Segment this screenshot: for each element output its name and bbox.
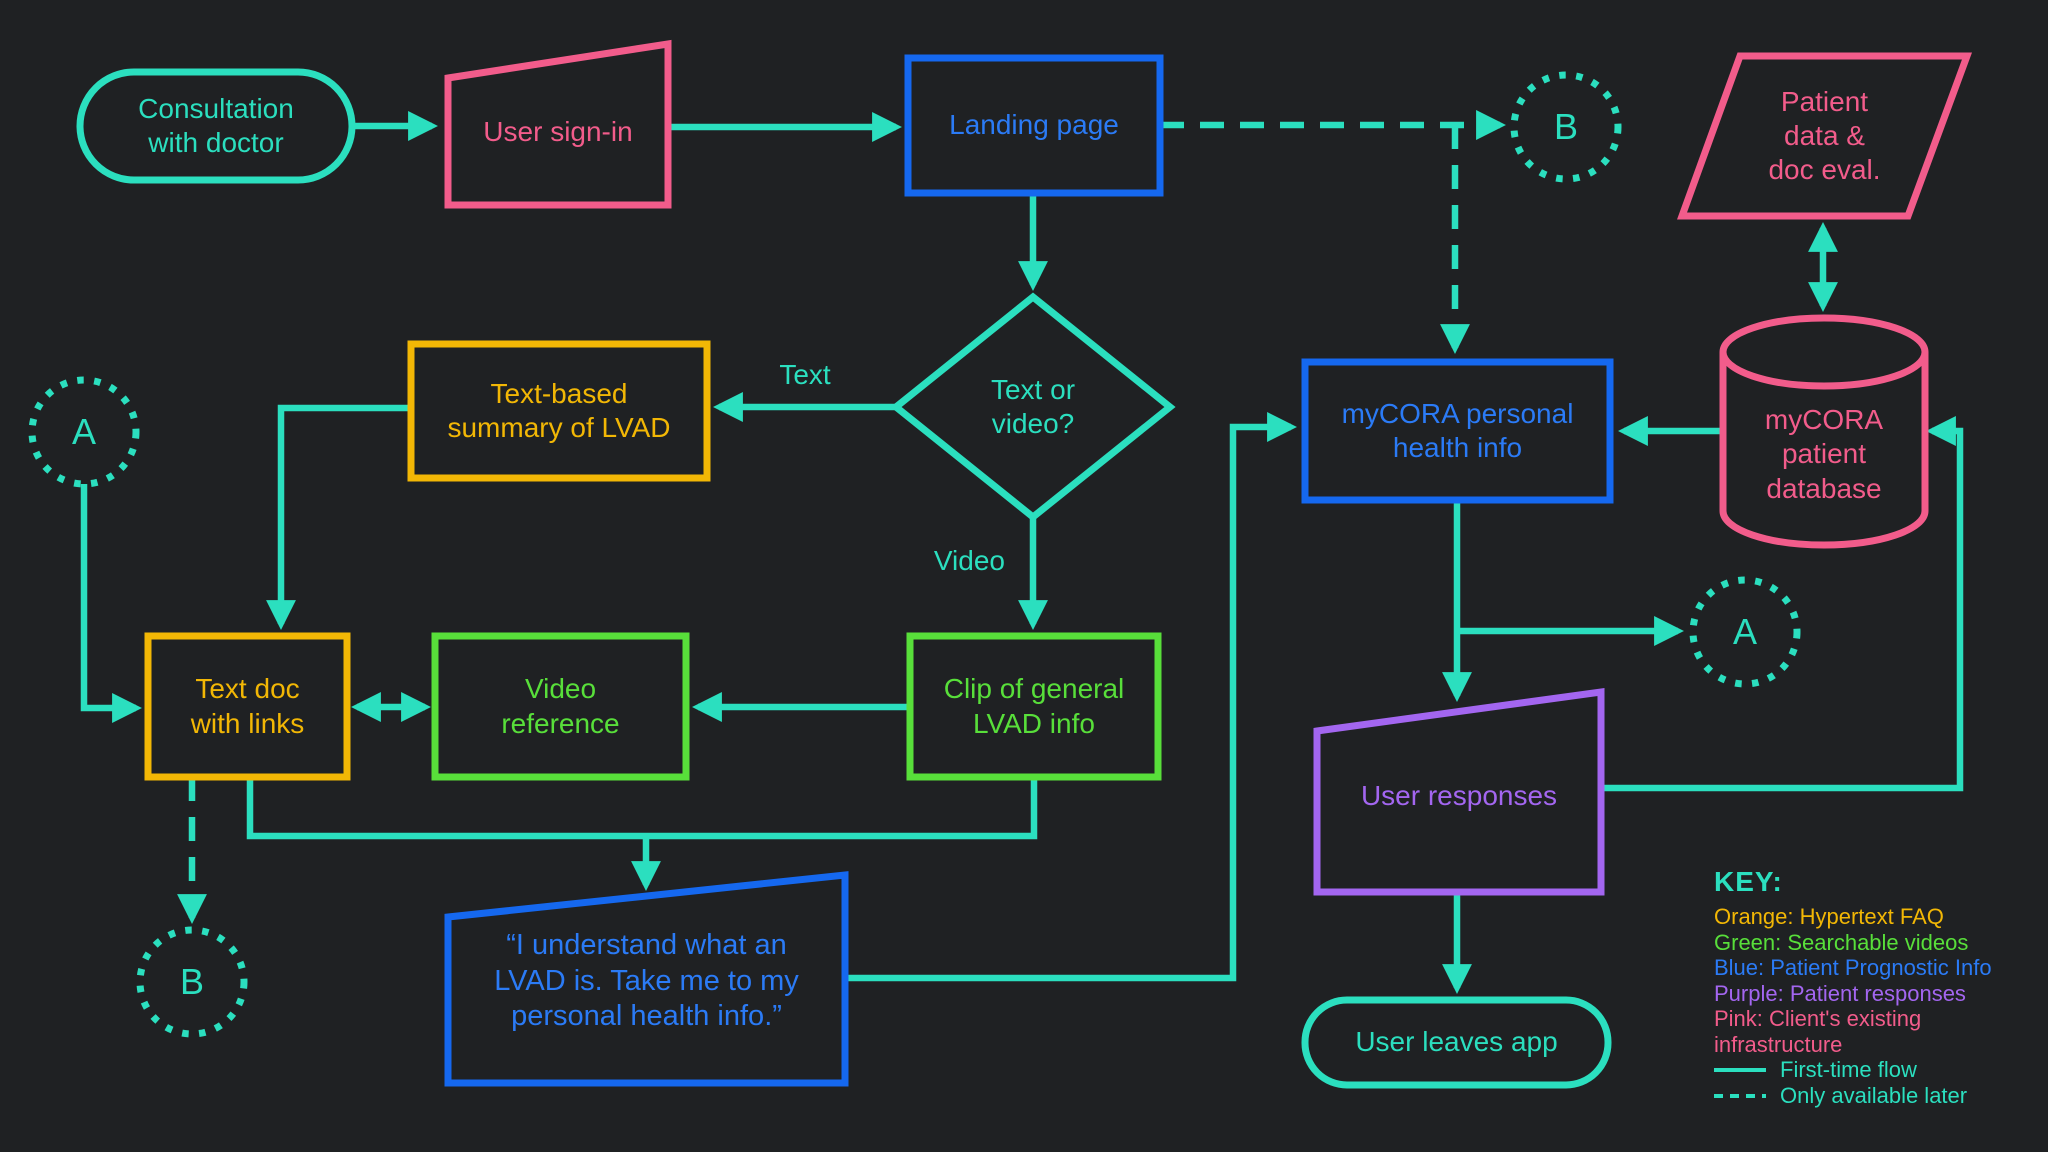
legend-title: KEY: (1714, 866, 1783, 897)
legend-entry-pink: Pink: Client's existing infrastructure (1714, 1006, 1922, 1057)
user-responses-shape (1313, 687, 1605, 896)
legend: KEY: Orange: Hypertext FAQ Green: Search… (1714, 866, 2044, 1109)
patient-data-shape (1677, 52, 1973, 220)
legend-entry-blue: Blue: Patient Prognostic Info (1714, 955, 1992, 980)
video-reference-shape (431, 632, 690, 781)
legend-entry-purple: Purple: Patient responses (1714, 980, 1966, 1006)
edge-summary-to-textdoc (266, 404, 411, 630)
edge-user-responses-to-database (1601, 416, 1964, 792)
database-cylinder-top (1719, 314, 1929, 390)
database-cylinder-body (1719, 352, 1929, 549)
solid-line-sample (1714, 1068, 1766, 1072)
user-signin-shape (444, 39, 672, 209)
user-leaves-shape (1301, 996, 1612, 1089)
edge-bottom-collector (246, 777, 1038, 840)
legend-dashed-line-label: Only available later (1780, 1083, 1968, 1108)
legend-entry-green: Green: Searchable videos (1714, 929, 1969, 955)
connector-a-left-circle (28, 376, 140, 488)
textdoc-shape (144, 632, 351, 781)
decision-diamond-shape (890, 292, 1176, 522)
consultation-terminal-shape (76, 68, 356, 184)
dashed-line-sample (1714, 1094, 1766, 1098)
edge-quote-to-personal-health (845, 412, 1297, 982)
clip-shape (906, 632, 1162, 781)
edge-a-left-to-textdoc (80, 484, 142, 723)
connector-b-top-circle (1510, 71, 1622, 183)
summary-shape (407, 340, 711, 482)
legend-solid-line-row: First-time flow (1714, 1057, 2044, 1083)
connector-a-right-circle (1689, 576, 1801, 688)
legend-solid-line-label: First-time flow (1780, 1057, 1917, 1082)
legend-entry-orange: Orange: Hypertext FAQ (1714, 904, 1944, 929)
personal-health-shape (1301, 358, 1614, 504)
connector-b-bottom-circle (136, 926, 248, 1038)
landing-page-shape (904, 54, 1164, 197)
legend-dashed-line-row: Only available later (1714, 1083, 2044, 1109)
quote-shape (444, 871, 849, 1087)
